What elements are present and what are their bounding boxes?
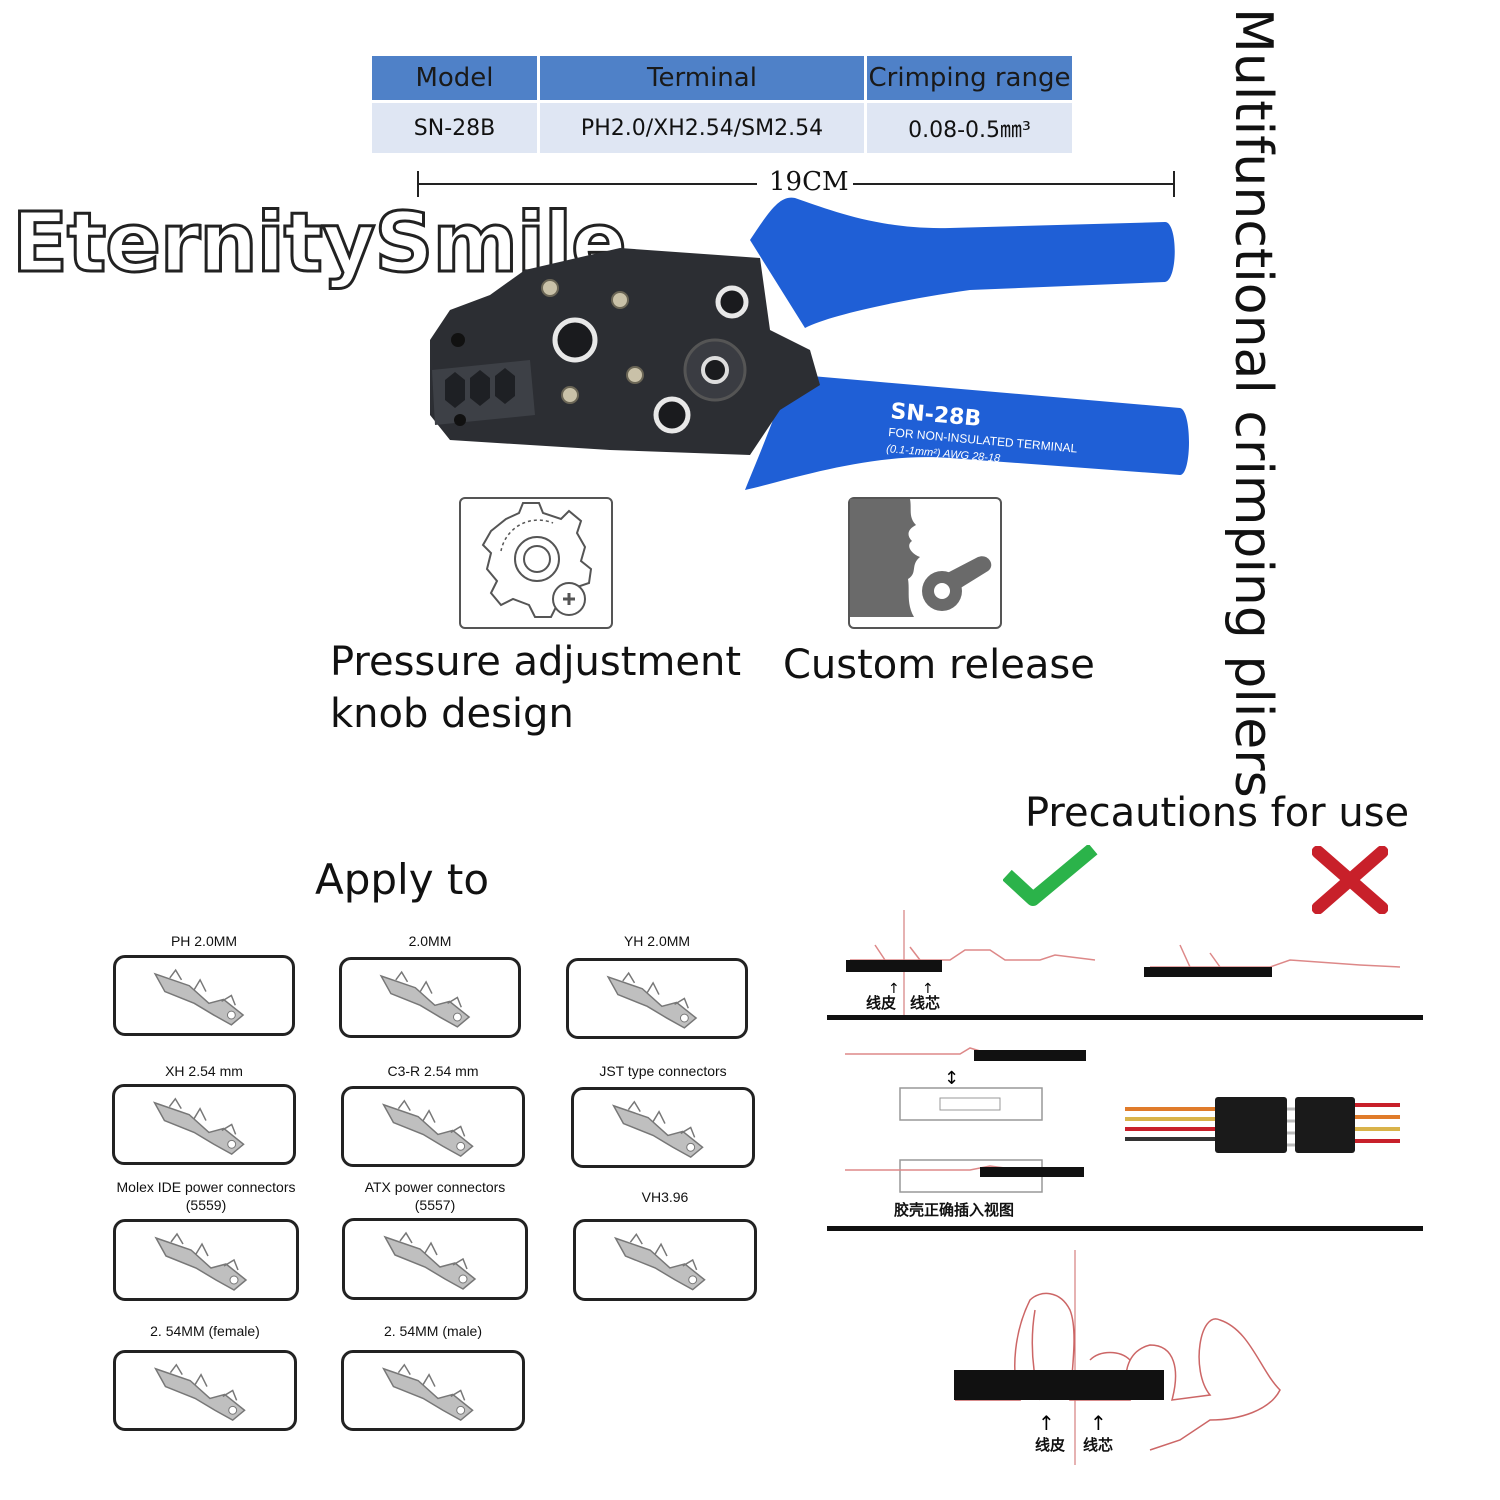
check-icon (1003, 845, 1098, 906)
connector-terminal-image (566, 958, 748, 1039)
crimp-detail-diagram: ↑ ↑ (954, 1250, 1281, 1465)
divider-2 (827, 1226, 1423, 1231)
crimp-position-diagram: ↑ ↑ (846, 910, 1401, 1015)
spec-header-terminal: Terminal (540, 56, 867, 100)
connector-label: VH3.96 (641, 1189, 689, 1205)
precautions-heading: Precautions for use (1025, 790, 1410, 836)
svg-text:↑: ↑ (888, 981, 900, 997)
svg-text:↑: ↑ (922, 981, 934, 997)
connector-label: ATX power connectors (5557) (364, 1179, 506, 1213)
terminal-icon (613, 1232, 706, 1291)
terminal-icon (153, 1363, 246, 1422)
connector-terminal-image (113, 1219, 299, 1301)
connector-label: XH 2.54 mm (165, 1063, 243, 1079)
terminal-icon (381, 1099, 474, 1158)
terminal-icon (154, 1232, 248, 1291)
core-label-2: 线芯 (1083, 1436, 1114, 1454)
connector-item: XH 2.54 mm (112, 1062, 296, 1165)
connector-item: JST type connectors (571, 1062, 755, 1168)
insulation-label-2: 线皮 (1035, 1436, 1066, 1454)
pressure-knob-icon (459, 497, 613, 629)
connector-item: PH 2.0MM (113, 932, 295, 1036)
svg-text:↑: ↑ (1038, 1411, 1055, 1435)
terminal-icon (383, 1231, 477, 1290)
connector-terminal-image (341, 1086, 525, 1167)
connector-label: JST type connectors (599, 1063, 727, 1079)
spec-cell-model: SN-28B (372, 100, 540, 153)
insulation-label: 线皮 (866, 994, 897, 1012)
spec-header-model: Model (372, 56, 540, 100)
wired-connector-photo (1125, 1097, 1400, 1153)
connector-label: 2. 54MM (male) (383, 1323, 483, 1339)
terminal-icon (606, 971, 698, 1029)
connector-terminal-image (113, 1350, 297, 1431)
terminal-icon (153, 968, 245, 1026)
connector-terminal-image (573, 1219, 757, 1301)
spec-cell-terminal: PH2.0/XH2.54/SM2.54 (540, 100, 867, 153)
connector-terminal-image (571, 1087, 755, 1168)
connector-terminal-image (341, 1350, 525, 1431)
dimension-label: 19CM (769, 167, 849, 197)
crimping-pliers-image: SN-28B FOR NON-INSULATED TERMINAL (0.1-1… (430, 197, 1189, 490)
cross-icon (1312, 846, 1388, 914)
connector-item: VH3.96 (573, 1188, 757, 1301)
terminal-icon (379, 970, 471, 1028)
connector-item: ATX power connectors (5557) (342, 1178, 528, 1300)
divider-1 (827, 1015, 1423, 1020)
connector-label: Molex IDE power connectors (5559) (116, 1179, 296, 1213)
connector-item: Molex IDE power connectors (5559) (113, 1178, 299, 1301)
spec-header-range: Crimping range (867, 56, 1072, 100)
connector-item: 2. 54MM (female) (113, 1322, 297, 1431)
terminal-icon (611, 1100, 704, 1159)
apply-to-heading: Apply to (315, 855, 490, 904)
connector-label: C3-R 2.54 mm (387, 1063, 479, 1079)
connector-item: 2.0MM (339, 932, 521, 1038)
connector-label: YH 2.0MM (623, 933, 691, 949)
terminal-icon (152, 1097, 245, 1156)
connector-label: 2. 54MM (female) (150, 1323, 260, 1339)
svg-text:↕: ↕ (944, 1068, 959, 1089)
connector-label: PH 2.0MM (170, 933, 238, 949)
housing-insertion-diagram: ↕ (845, 1047, 1086, 1193)
connector-item: YH 2.0MM (566, 932, 748, 1039)
connector-label: 2.0MM (408, 933, 452, 949)
vertical-title: Multifunctional crimping pliers (1223, 8, 1285, 798)
terminal-icon (381, 1363, 474, 1422)
spec-table: Model Terminal Crimping range SN-28B PH2… (372, 56, 1072, 153)
connector-item: C3-R 2.54 mm (341, 1062, 525, 1167)
connector-terminal-image (113, 955, 295, 1036)
vertical-title-text: Multifunctional crimping pliers (1223, 8, 1283, 798)
connector-terminal-image (112, 1084, 296, 1165)
svg-text:↑: ↑ (1090, 1411, 1107, 1435)
release-lever-icon (848, 497, 1002, 629)
dimension-indicator: 19CM (417, 167, 1175, 197)
connector-terminal-image (342, 1218, 528, 1300)
spec-cell-range: 0.08-0.5㎜³ (867, 100, 1072, 153)
housing-caption: 胶壳正确插入视图 (894, 1201, 1015, 1219)
connector-item: 2. 54MM (male) (341, 1322, 525, 1431)
feature-release-label: Custom release (783, 642, 1095, 688)
feature-pressure-label: Pressure adjustment knob design (330, 639, 742, 737)
connector-terminal-image (339, 957, 521, 1038)
core-label: 线芯 (910, 994, 941, 1012)
